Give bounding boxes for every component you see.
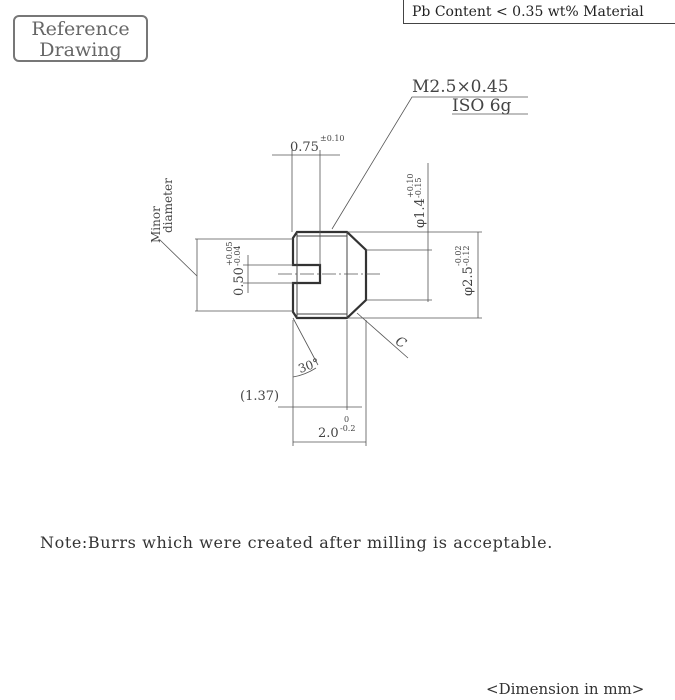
- reference-drawing-stamp: Reference Drawing: [13, 15, 148, 62]
- material-note: Pb Content < 0.35 wt% Material: [403, 0, 675, 24]
- diameter-label: diameter: [161, 178, 175, 233]
- major-diameter-dimension: [347, 231, 482, 319]
- tip-diameter-tol-upper: +0.10: [406, 173, 415, 198]
- angle-dimension: [292, 317, 319, 378]
- thread-tolerance: ISO 6g: [452, 96, 512, 116]
- milling-note: Note:Burrs which were created after mill…: [40, 533, 553, 552]
- thread-spec: M2.5×0.45: [412, 77, 509, 97]
- slot-depth-tol-upper: +0.05: [225, 241, 234, 266]
- reference-label: Reference: [31, 18, 130, 40]
- major-diameter-value: φ2.5: [461, 266, 476, 296]
- units-label: <Dimension in mm>: [486, 680, 645, 698]
- major-diameter-tol-upper: -0.02: [454, 245, 463, 266]
- ref-length-value: (1.37): [240, 389, 279, 404]
- length-value: 2.0: [318, 426, 339, 441]
- part-inner-lines: [296, 232, 348, 318]
- thread-leader: [331, 96, 528, 230]
- slot-depth-value: 0.50: [232, 267, 247, 296]
- tip-diameter-dimension: [366, 163, 432, 302]
- slot-width-dimension: [272, 150, 340, 265]
- length-dimensions: [278, 320, 367, 446]
- tip-diameter-value: φ1.4: [413, 198, 428, 228]
- slot-width-tol: ±0.10: [320, 134, 345, 143]
- slot-depth-tol-lower: -0.04: [233, 245, 242, 266]
- length-tol-upper: 0: [344, 415, 349, 424]
- minor-label: Minor: [149, 206, 163, 243]
- slot-depth-dimension: [243, 255, 293, 293]
- length-tol-lower: -0.2: [340, 424, 355, 433]
- chamfer-label: C: [393, 334, 409, 352]
- chamfer-leader: [356, 312, 409, 359]
- minor-diameter-dimension: [158, 238, 293, 312]
- part-outline: [291, 230, 368, 320]
- major-diameter-tol-lower: -0.12: [462, 245, 471, 266]
- tip-diameter-tol-lower: -0.15: [414, 177, 423, 198]
- slot-width-value: 0.75: [290, 140, 319, 155]
- drawing-label: Drawing: [39, 39, 122, 61]
- angle-value: 30°: [296, 355, 321, 375]
